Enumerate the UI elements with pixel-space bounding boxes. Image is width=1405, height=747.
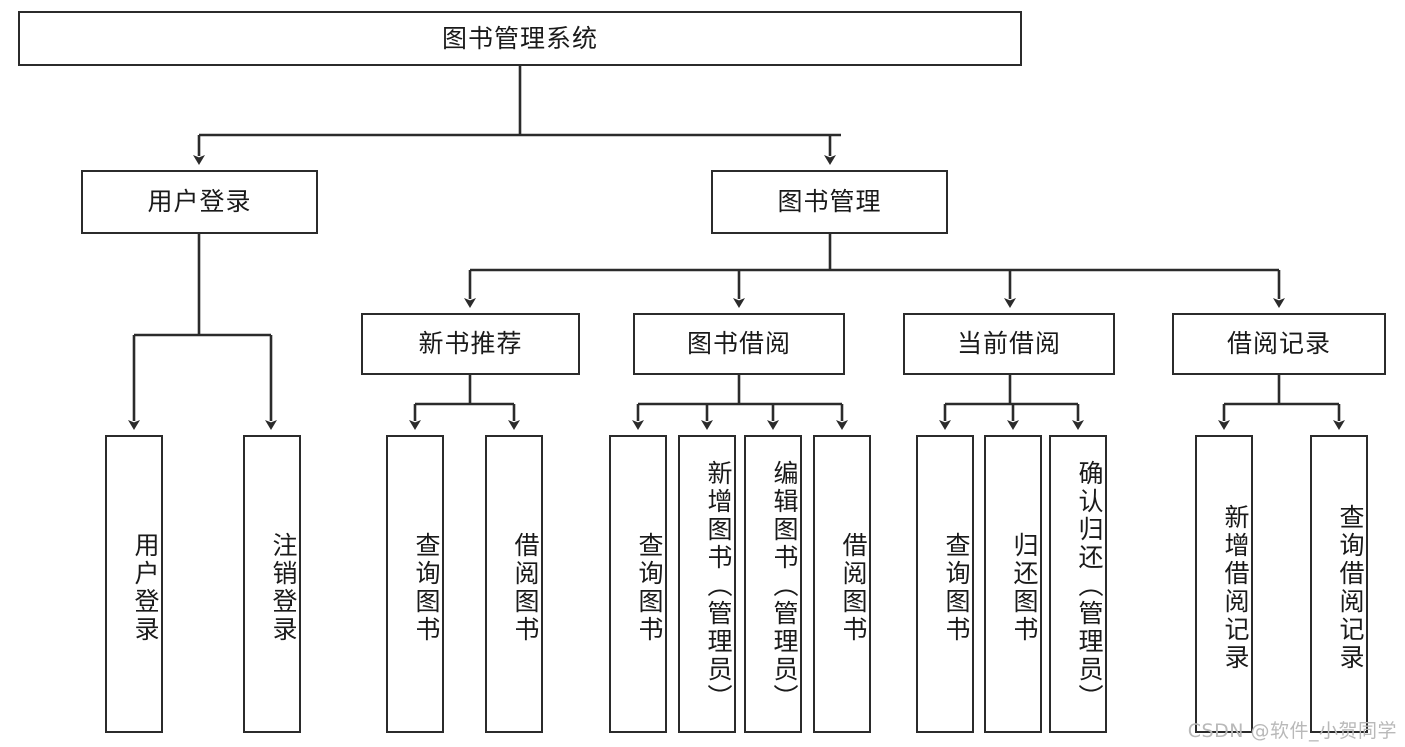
leaf-borrow-query-book[interactable]: 查询图书 xyxy=(609,435,667,733)
node-book-management[interactable]: 图书管理 xyxy=(711,170,948,234)
leaf-borrow-borrow-book[interactable]: 借阅图书 xyxy=(813,435,871,733)
node-new-book-recommend[interactable]: 新书推荐 xyxy=(361,313,580,375)
node-current-borrow-label: 当前借阅 xyxy=(956,329,1061,359)
leaf-current-return-book-label: 归还图书 xyxy=(1010,532,1039,644)
node-user-login-label: 用户登录 xyxy=(147,187,252,217)
leaf-recommend-borrow-book-label: 借阅图书 xyxy=(511,532,540,644)
leaf-logout-label: 注销登录 xyxy=(269,532,298,644)
leaf-borrow-edit-book-admin-label: 编辑图书（管理员） xyxy=(770,460,799,712)
leaf-logout[interactable]: 注销登录 xyxy=(243,435,301,733)
leaf-borrow-add-book-admin[interactable]: 新增图书（管理员） xyxy=(678,435,736,733)
node-book-borrow-label: 图书借阅 xyxy=(686,329,791,359)
node-user-login[interactable]: 用户登录 xyxy=(81,170,318,234)
node-borrow-record-label: 借阅记录 xyxy=(1226,329,1331,359)
leaf-record-query-borrow-record-label: 查询借阅记录 xyxy=(1336,504,1365,672)
leaf-borrow-query-book-label: 查询图书 xyxy=(635,532,664,644)
leaf-record-add-borrow-record-label: 新增借阅记录 xyxy=(1221,504,1250,672)
node-new-book-recommend-label: 新书推荐 xyxy=(418,329,523,359)
node-root-label: 图书管理系统 xyxy=(441,23,598,53)
leaf-record-query-borrow-record[interactable]: 查询借阅记录 xyxy=(1310,435,1368,733)
leaf-recommend-query-book-label: 查询图书 xyxy=(412,532,441,644)
node-borrow-record[interactable]: 借阅记录 xyxy=(1172,313,1386,375)
leaf-user-login-label: 用户登录 xyxy=(131,532,160,644)
leaf-current-return-book[interactable]: 归还图书 xyxy=(984,435,1042,733)
leaf-borrow-add-book-admin-label: 新增图书（管理员） xyxy=(704,460,733,712)
node-book-borrow[interactable]: 图书借阅 xyxy=(633,313,845,375)
node-root[interactable]: 图书管理系统 xyxy=(18,11,1022,66)
leaf-current-confirm-return-admin-label: 确认归还（管理员） xyxy=(1075,460,1104,712)
leaf-current-confirm-return-admin[interactable]: 确认归还（管理员） xyxy=(1049,435,1107,733)
leaf-recommend-query-book[interactable]: 查询图书 xyxy=(386,435,444,733)
leaf-record-add-borrow-record[interactable]: 新增借阅记录 xyxy=(1195,435,1253,733)
leaf-borrow-borrow-book-label: 借阅图书 xyxy=(839,532,868,644)
node-book-management-label: 图书管理 xyxy=(777,187,882,217)
leaf-user-login[interactable]: 用户登录 xyxy=(105,435,163,733)
leaf-current-query-book-label: 查询图书 xyxy=(942,532,971,644)
watermark-text: CSDN @软件_小贺同学 xyxy=(1187,720,1397,742)
leaf-recommend-borrow-book[interactable]: 借阅图书 xyxy=(485,435,543,733)
node-current-borrow[interactable]: 当前借阅 xyxy=(903,313,1115,375)
leaf-current-query-book[interactable]: 查询图书 xyxy=(916,435,974,733)
leaf-borrow-edit-book-admin[interactable]: 编辑图书（管理员） xyxy=(744,435,802,733)
